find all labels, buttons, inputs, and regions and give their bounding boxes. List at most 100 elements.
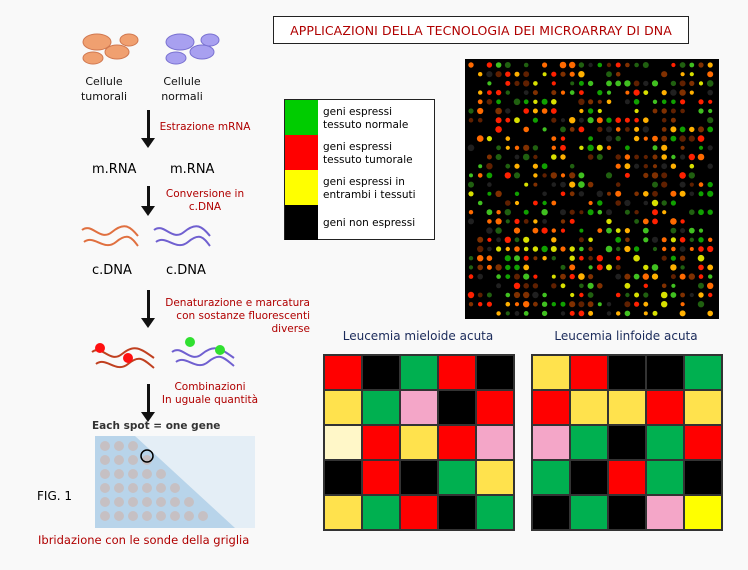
microarray-spot [587,181,594,188]
microarray-spot [624,117,630,123]
microarray-spot [624,310,631,317]
microarray-spot [468,191,474,197]
microarray-spot [550,172,557,179]
microarray-spot [661,283,667,289]
cdna-left: c.DNA [92,263,132,278]
microarray-spot [569,172,576,179]
microarray-spot [670,190,677,197]
microarray-spot [643,136,648,141]
microarray-spot [551,81,556,86]
microarray-spot [688,153,695,161]
microarray-spot [606,209,612,216]
microarray-spot [570,81,575,86]
microarray-spot [578,126,585,133]
microarray-spot [615,117,621,123]
grid-cell [324,355,362,390]
microarray-spot [551,200,557,206]
microarray-spot [588,200,593,206]
microarray-spot [651,80,659,87]
microarray-spot [697,301,705,308]
microarray-spot [533,182,538,187]
microarray-spot [689,62,695,68]
microarray-spot [523,283,529,289]
microarray-spot [652,218,658,225]
microarray-spot [707,245,714,253]
microarray-spot [633,273,640,280]
microarray-spot [587,292,594,298]
microarray-spot [523,291,530,299]
microarray-spot [551,71,557,77]
microarray-spot [707,126,714,133]
microarray-spot [569,273,575,280]
grid-cell [646,355,684,390]
microarray-spot [707,264,714,271]
microarray-spot [597,108,602,114]
microarray-spot [624,80,631,87]
microarray-spot [523,311,529,316]
microarray-spot [505,301,511,307]
microarray-spot [597,283,603,289]
microarray-spot [642,227,649,234]
microarray-spot [551,237,557,243]
microarray-spot [551,117,557,123]
microarray-spot [477,245,484,253]
microarray-spot [569,71,575,77]
microarray-spot [597,62,603,68]
microarray-spot [533,81,538,86]
microarray-spot [615,264,621,270]
microarray-spot [689,90,694,95]
microarray-spot [606,71,612,78]
microarray-spot [707,282,714,289]
microarray-spot [670,237,676,243]
microarray-spot [642,62,649,68]
microarray-spot [670,292,677,298]
microarray-spot [661,90,667,96]
microarray-spot [486,264,492,270]
microarray-spot [588,265,593,270]
microarray-spot [513,291,521,299]
microarray-spot [615,190,622,197]
microarray-spot [505,80,511,86]
microarray-spot [606,302,612,307]
microarray-spot [652,99,658,104]
microarray-spot [707,145,713,151]
microarray-spot [707,117,714,124]
microarray-spot [605,245,613,253]
microarray-spot [468,256,474,261]
microarray-spot [670,80,677,87]
microarray-spot [560,191,566,197]
grid-cell [608,425,646,460]
microarray-spot [643,311,648,316]
microarray-spot [569,264,576,271]
microarray-spot [505,311,510,316]
microarray-spot [467,291,475,299]
microarray-spot [523,301,530,308]
microarray-spot [670,227,677,234]
microarray-spot [523,273,530,280]
microarray-spot [643,154,648,160]
arrow-3 [147,290,150,320]
microarray-spot [514,264,520,271]
microarray-spot [532,163,538,169]
microarray-spot [569,255,575,261]
grid-cell [400,425,438,460]
microarray-spot [578,273,585,280]
microarray-spot [643,90,649,95]
microarray-spot [707,181,713,188]
microarray-spot [634,301,640,307]
microarray-spot [698,108,704,114]
microarray-spot [578,80,584,86]
microarray-spot [633,135,640,142]
microarray-spot [569,246,575,252]
microarray-spot [477,99,483,105]
microarray-spot [523,80,530,87]
microarray-spot [697,153,705,161]
microarray-spot [643,172,649,178]
microarray-spot [569,163,575,169]
microarray-spot [569,209,575,215]
microarray-spot [680,145,685,150]
microarray-spot [569,90,575,95]
microarray-spot [698,292,704,298]
microarray-spot [551,228,556,233]
microarray-spot [652,209,658,216]
